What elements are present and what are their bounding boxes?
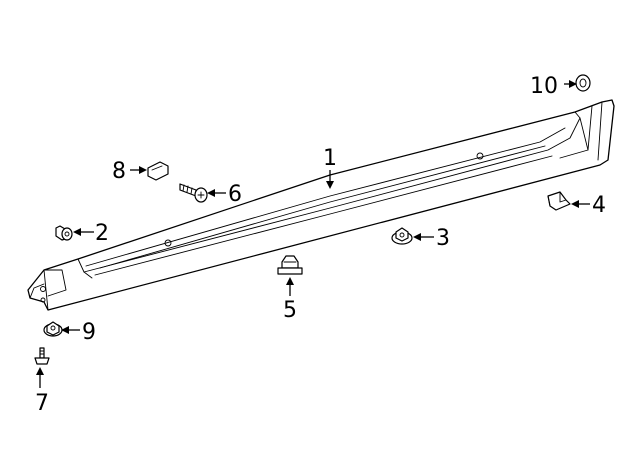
screw-part-6 — [179, 183, 208, 203]
clip-part-5 — [277, 255, 303, 275]
callout-10: 10 — [530, 74, 558, 99]
grommet-part-8 — [147, 161, 169, 181]
callout-1: 1 — [323, 146, 337, 171]
clip-part-2 — [55, 225, 73, 241]
callout-5: 5 — [283, 298, 297, 323]
callout-3: 3 — [436, 226, 450, 251]
callout-9: 9 — [82, 320, 96, 345]
callout-2: 2 — [95, 221, 109, 246]
leader-lines — [36, 80, 590, 388]
callout-7: 7 — [35, 391, 49, 416]
clip-part-10 — [575, 74, 591, 92]
bracket-part-4 — [547, 191, 571, 211]
nut-part-9 — [43, 321, 63, 337]
rocker-molding — [27, 99, 615, 311]
callout-4: 4 — [592, 193, 606, 218]
bolt-part-7 — [34, 347, 50, 365]
callout-8: 8 — [112, 159, 126, 184]
nut-part-3 — [391, 227, 413, 245]
callout-6: 6 — [228, 182, 242, 207]
callout-labels: 1 2 3 4 5 6 7 8 9 10 — [35, 74, 606, 416]
